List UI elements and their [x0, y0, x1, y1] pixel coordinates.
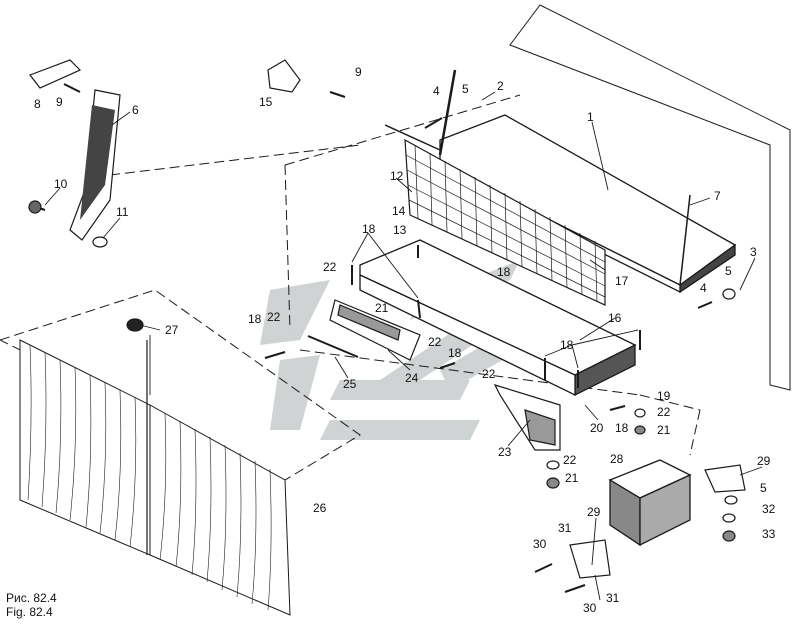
toolbox-16: [359, 239, 637, 397]
callout-30: 30: [533, 537, 547, 551]
callout-31: 31: [558, 521, 572, 535]
callout-23: 23: [498, 445, 512, 459]
rod-upper: [438, 69, 457, 156]
callout-33: 33: [762, 527, 776, 541]
callout-19: 19: [657, 389, 671, 403]
callout-1: 1: [587, 110, 594, 124]
bracket-29-lower: [569, 539, 611, 579]
curtain-26: [0, 289, 361, 616]
callout-25: 25: [343, 377, 357, 391]
callout-9: 9: [355, 65, 362, 79]
bracket-15: [267, 59, 301, 93]
callout-5: 5: [760, 481, 767, 495]
callout-31: 31: [606, 591, 620, 605]
callout-20: 20: [590, 421, 604, 435]
callout-17: 17: [615, 274, 629, 288]
callout-2: 2: [497, 79, 504, 93]
callout-15: 15: [259, 95, 273, 109]
callout-24: 24: [405, 371, 419, 385]
callout-22: 22: [657, 405, 671, 419]
washers: [28, 200, 738, 542]
callout-16: 16: [608, 311, 622, 325]
net-12: [384, 124, 606, 306]
callout-5: 5: [462, 82, 469, 96]
callout-21: 21: [375, 301, 389, 315]
callout-18: 18: [362, 222, 376, 236]
callout-8: 8: [34, 97, 41, 111]
callout-21: 21: [565, 471, 579, 485]
callout-26: 26: [313, 501, 327, 515]
bracket-29-upper: [704, 464, 746, 493]
callout-3: 3: [750, 245, 757, 259]
callout-22: 22: [267, 310, 281, 324]
callout-18: 18: [448, 346, 462, 360]
cabin-wall-outline: [509, 4, 791, 391]
callout-30: 30: [583, 601, 597, 615]
callout-18: 18: [497, 265, 511, 279]
callout-32: 32: [762, 502, 776, 516]
figure-caption-en: Fig. 82.4: [6, 605, 53, 619]
box-28: [608, 459, 692, 547]
callout-13: 13: [393, 223, 407, 237]
callout-18: 18: [248, 312, 262, 326]
rod-7: [679, 194, 691, 286]
strap-6: [69, 89, 121, 241]
callout-29: 29: [757, 454, 771, 468]
callout-5: 5: [725, 264, 732, 278]
callout-29: 29: [587, 505, 601, 519]
callout-4: 4: [433, 84, 440, 98]
callout-21: 21: [657, 423, 671, 437]
plate-8: [29, 59, 82, 89]
callout-22: 22: [482, 367, 496, 381]
bracket-24: [329, 299, 421, 361]
leader-lines: [44, 91, 763, 601]
callout-22: 22: [563, 453, 577, 467]
callout-18: 18: [615, 421, 629, 435]
figure-caption-ru: Рис. 82.4: [6, 591, 57, 605]
callout-12: 12: [390, 169, 404, 183]
callout-14: 14: [392, 204, 406, 218]
callout-22: 22: [323, 260, 337, 274]
callout-4: 4: [700, 281, 707, 295]
callout-28: 28: [610, 452, 624, 466]
bolts: [29, 83, 713, 593]
callout-22: 22: [428, 335, 442, 349]
callout-10: 10: [54, 177, 68, 191]
callout-18: 18: [560, 338, 574, 352]
callout-11: 11: [116, 205, 129, 219]
callout-labels: 1 2 3 4 4 5 5 5 6 7 8 9 9 10 11 12 13 14…: [34, 65, 776, 615]
callout-27: 27: [165, 323, 179, 337]
callout-7: 7: [714, 189, 721, 203]
callout-6: 6: [132, 103, 139, 117]
bracket-23: [493, 384, 561, 451]
callout-9: 9: [56, 95, 63, 109]
